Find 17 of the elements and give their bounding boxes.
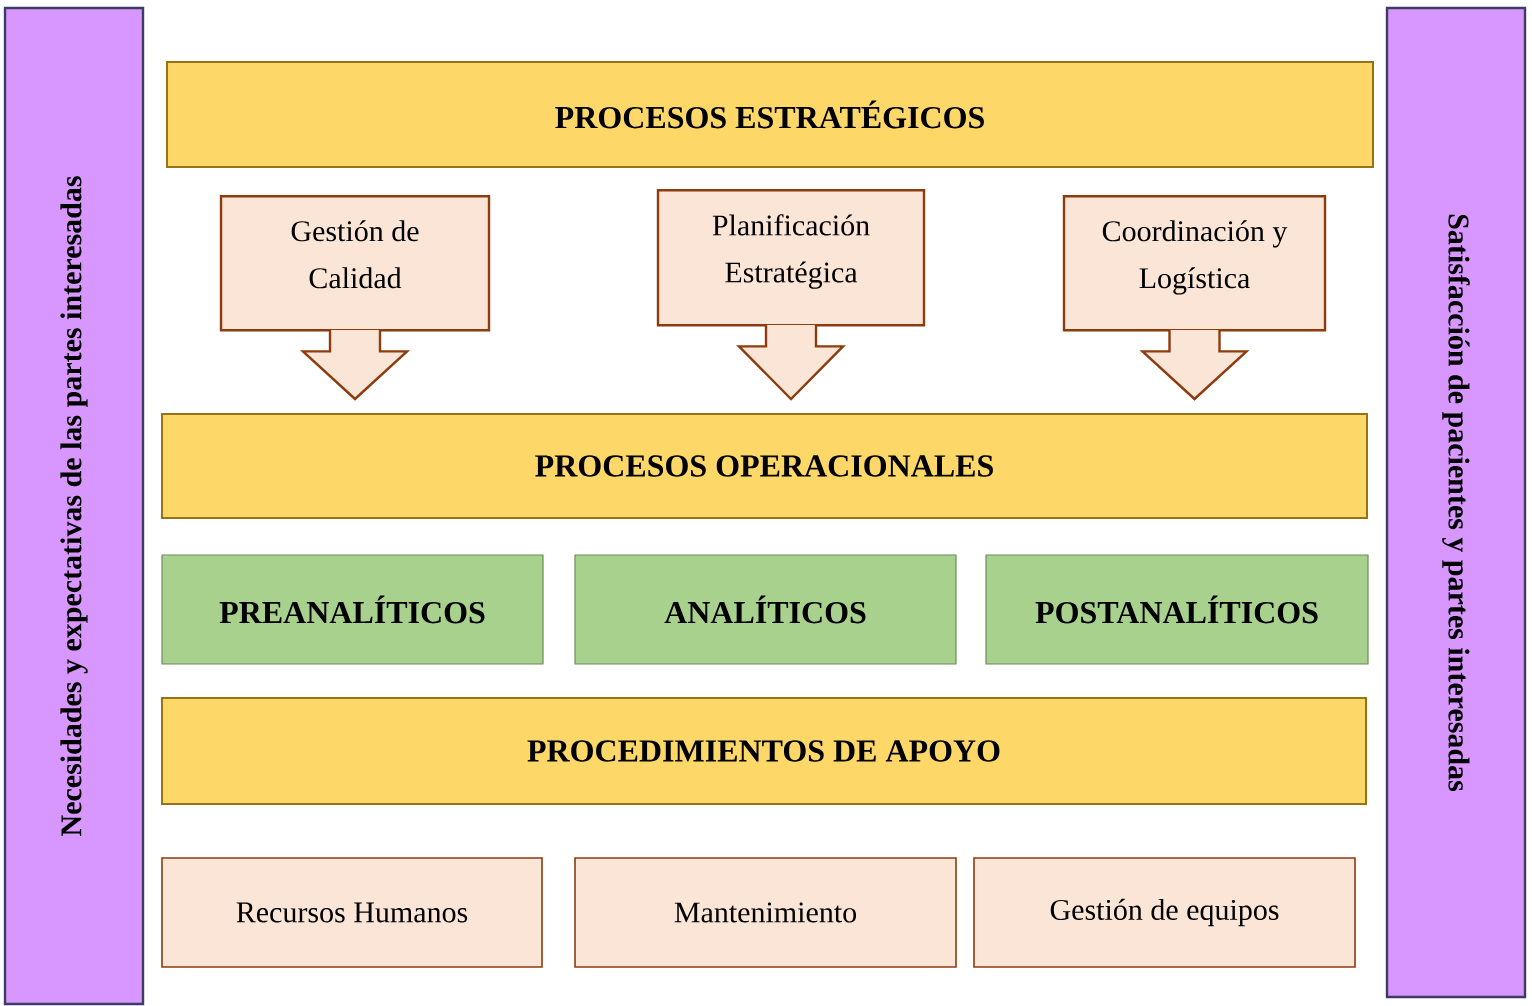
callout-box: Coordinación y Logística [1062,195,1327,332]
process-box: POSTANALÍTICOS [985,554,1369,665]
block-arrow [736,323,846,401]
process-band: PROCEDIMIENTOS DE APOYO [161,697,1367,805]
support-box: Gestión de equipos [973,857,1356,968]
sidebar: Necesidades y expectativas de las partes interesadas [3,6,145,1006]
process-box: PREANALÍTICOS [161,554,544,665]
support-box: Mantenimiento [574,857,957,968]
support-box: Recursos Humanos [161,857,543,968]
callout-box: Gestión de Calidad [219,195,491,332]
process-band: PROCESOS OPERACIONALES [161,413,1368,519]
block-arrow [1139,328,1250,401]
block-arrow [299,328,411,401]
sidebar: Satisfacción de pacientes y partes interesadas [1385,6,1527,999]
callout-box: Planificación Estratégica [656,189,926,327]
process-box: ANALÍTICOS [574,554,957,665]
process-band: PROCESOS ESTRATÉGICOS [166,61,1374,168]
